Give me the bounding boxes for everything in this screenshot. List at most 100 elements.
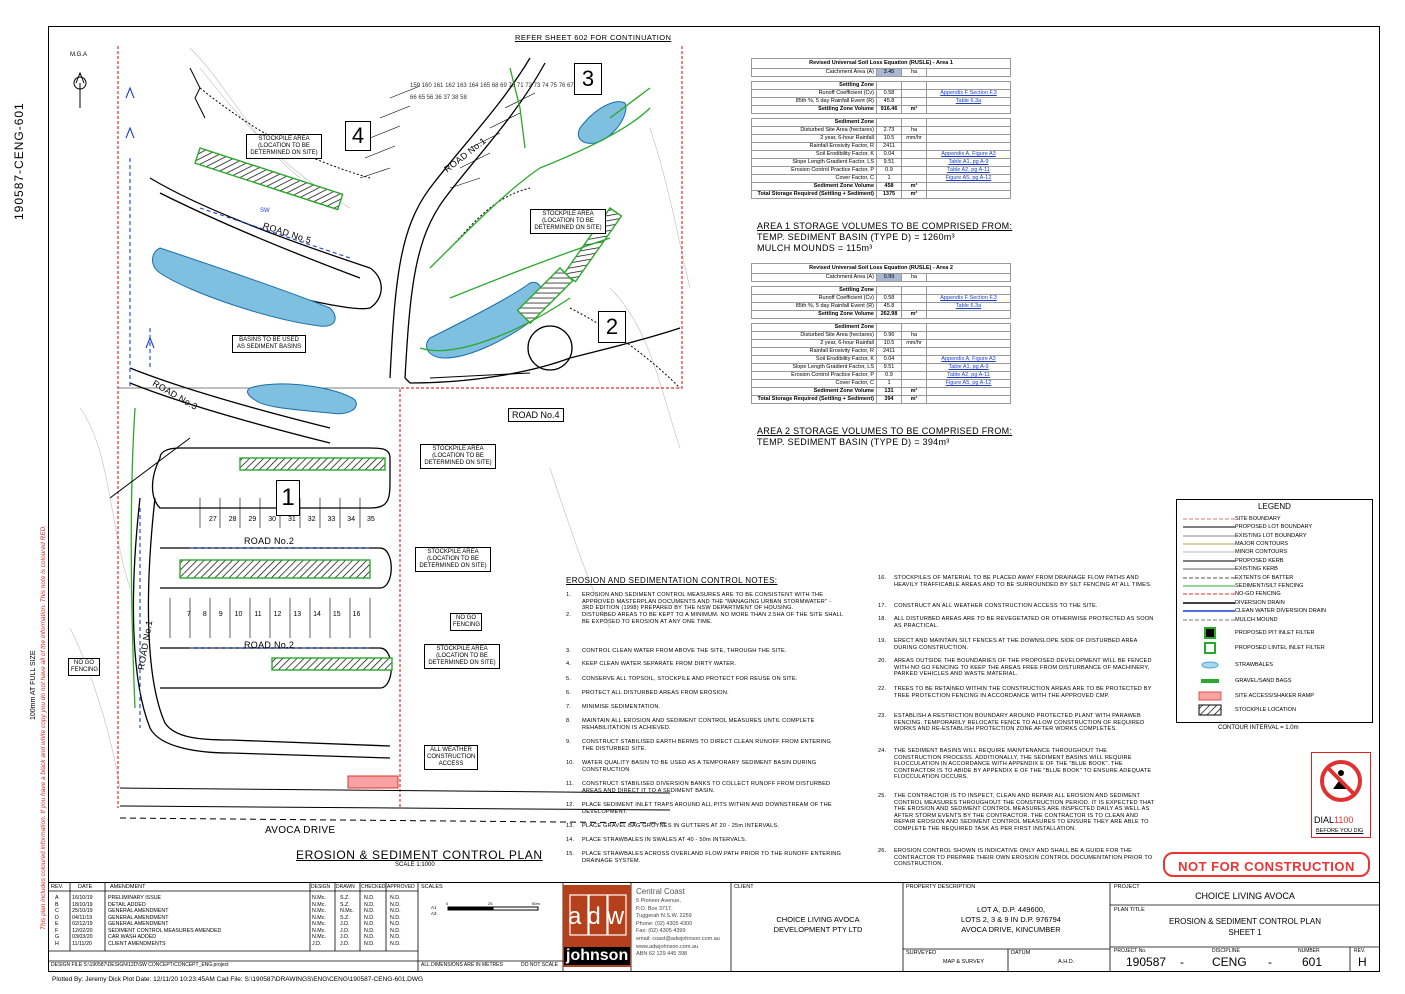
note-number: 1.: [566, 592, 572, 598]
note-number: 14.: [566, 837, 575, 843]
note-text: KEEP CLEAN WATER SEPARATE FROM DIRTY WAT…: [582, 661, 737, 667]
rusle-cell-label: Catchment Area (A): [751, 273, 877, 282]
revision-date: 25/10/19: [72, 908, 93, 914]
note-item: 6.PROTECT ALL DISTURBED AREAS FROM EROSI…: [566, 690, 844, 697]
dial-before-you-dig: [1311, 752, 1371, 838]
rusle-cell-value: 45.8: [876, 302, 902, 311]
company-address-line: 5 Pioneer Avenue,: [636, 898, 681, 904]
company-address-line: ABN 62 129 445 398: [636, 951, 688, 958]
legend-swatch: [1204, 627, 1216, 639]
legend-label: SITE BOUNDARY: [1235, 516, 1281, 522]
note-text: PLACE STRAWBALES ACROSS OVERLAND FLOW PA…: [582, 851, 842, 864]
rusle-cell-unit: [901, 166, 927, 175]
rusle-cell-ref[interactable]: Figure A5, pg A-12: [926, 174, 1011, 183]
property-line: AVOCA DRIVE, KINCUMBER: [961, 925, 1061, 934]
rusle-cell-ref: [926, 142, 1011, 151]
rusle2-title: Revised Universal Soil Loss Equation (RU…: [751, 263, 1011, 274]
no-go-callout-right: NO GO FENCING: [450, 613, 482, 631]
note-number: 9.: [566, 739, 572, 745]
rusle-cell-value: 45.8: [876, 97, 902, 106]
revision-checked: N.D.: [364, 934, 375, 940]
rusle-cell-ref[interactable]: Table 6.3a: [926, 302, 1011, 311]
rusle-cell-ref[interactable]: Table 6.3a: [926, 97, 1011, 106]
rusle-row: Settling Zone: [751, 286, 1011, 295]
revision-approved: N.D.: [390, 908, 401, 914]
rusle-cell-label: Settling Zone Volume: [751, 105, 877, 114]
date-head: DATE: [78, 884, 93, 890]
rusle-cell-unit: [901, 371, 927, 380]
legend-swatches: [1183, 518, 1235, 716]
all-weather-callout: ALL WEATHER CONSTRUCTION ACCESS: [424, 745, 478, 770]
rusle-cell-ref[interactable]: Appendix F Section F.3: [926, 294, 1011, 303]
revision-text: GENERAL AMENDMENT: [108, 914, 169, 921]
rusle-cell-value: 0.58: [876, 294, 902, 303]
rusle-cell-label: Runoff Coefficient (Cv): [751, 294, 877, 303]
legend-label: MULCH MOUND: [1235, 617, 1278, 623]
note-text: PROTECT ALL DISTURBED AREAS FROM EROSION…: [582, 690, 729, 696]
rusle-cell-unit: m³: [901, 395, 927, 404]
rusle-cell-value: [876, 118, 902, 127]
rusle-cell-value: 0.99: [876, 273, 902, 282]
note-item: 18.ALL DISTURBED AREAS ARE TO BE REVEGET…: [878, 616, 1156, 629]
dims-note: ALL DIMENSIONS ARE IN METRES: [421, 962, 503, 968]
scales-head: SCALES: [421, 884, 443, 890]
site-plan: [69, 46, 691, 824]
rusle-cell-ref[interactable]: Figure A5, pg A-12: [926, 379, 1011, 388]
project-no-head: PROJECT No.: [1114, 948, 1147, 954]
stockpile-callout-b: STOCKPILE AREA (LOCATION TO BE DETERMINE…: [530, 209, 606, 234]
clean-water-diversion: [129, 158, 370, 728]
lots-lower-row: 7 8 9 10 11 12 13 14 15 16: [187, 611, 361, 618]
rusle-cell-ref[interactable]: Table A1, pg A-9: [926, 363, 1011, 372]
rusle-cell-label: Erosion Control Practice Factor, P: [751, 371, 877, 380]
rusle-cell-ref[interactable]: Appendix F Section F.3: [926, 89, 1011, 98]
property-line: LOT A, D.P. 449600,: [976, 905, 1046, 914]
legend-swatch: [1201, 679, 1219, 683]
legend-label: EXISTING KERB: [1235, 566, 1278, 572]
revision-rev: G: [55, 934, 60, 940]
revision-date: 02/12/19: [72, 921, 93, 927]
note-item: 19.ERECT AND MAINTAIN SILT FENCES AT THE…: [878, 638, 1156, 651]
design-file: DESIGN FILE S:\190587\DESIGN\12D\SW CONC…: [51, 962, 229, 968]
note-text: DISTURBED AREAS TO BE KEPT TO A MINIMUM.…: [582, 612, 843, 625]
note-number: 4.: [566, 661, 572, 667]
note-text: CONSTRUCT STABILISED EARTH BERMS TO DIRE…: [582, 739, 832, 752]
note-item: 26.EROSION CONTROL SHOWN IS INDICATIVE O…: [878, 848, 1156, 868]
full-size-note: 100mm AT FULL SIZE: [30, 650, 37, 720]
rusle-cell-ref[interactable]: Table A1, pg A-9: [926, 158, 1011, 167]
rusle-cell-ref[interactable]: Table A2, pg A-11: [926, 371, 1011, 380]
revision-rev: C: [55, 908, 59, 914]
scale-a1: A1: [431, 905, 437, 910]
rusle-cell-ref: [926, 323, 1011, 332]
note-text: ESTABLISH A RESTRICTION BOUNDARY AROUND …: [894, 713, 1145, 733]
legend-label: STOCKPILE LOCATION: [1235, 707, 1297, 713]
rusle-cell-ref[interactable]: Appendix A, Figure A3: [926, 355, 1011, 364]
note-number: 10.: [566, 760, 575, 766]
area1-storage: AREA 1 STORAGE VOLUMES TO BE COMPRISED F…: [757, 221, 1013, 253]
project-no: 190587: [1126, 955, 1167, 969]
rusle-cell-value: 0.96: [876, 331, 902, 340]
rusle1-title: Revised Universal Soil Loss Equation (RU…: [751, 58, 1011, 69]
rusle-cell-unit: mm/hr: [901, 339, 927, 348]
rusle-cell-ref: [926, 395, 1011, 404]
road-2-upper-label: ROAD No.2: [244, 536, 295, 546]
revision-drawn: S.Z.: [340, 914, 350, 921]
rusle-cell-ref: [926, 339, 1011, 348]
rusle-cell-label: 2 year, 6-hour Rainfall: [751, 339, 877, 348]
avoca-drive-label: AVOCA DRIVE: [265, 825, 336, 836]
note-number: 24.: [878, 748, 887, 754]
rusle-cell-ref[interactable]: Appendix A, Figure A3: [926, 150, 1011, 159]
legend-label: EXTENTS OF BATTER: [1235, 575, 1294, 581]
note-number: 25.: [878, 793, 887, 799]
legend-swatch: [1198, 704, 1222, 716]
rusle-cell-value: 394: [876, 395, 902, 404]
rusle-cell-ref[interactable]: Table A2, pg A-11: [926, 166, 1011, 175]
